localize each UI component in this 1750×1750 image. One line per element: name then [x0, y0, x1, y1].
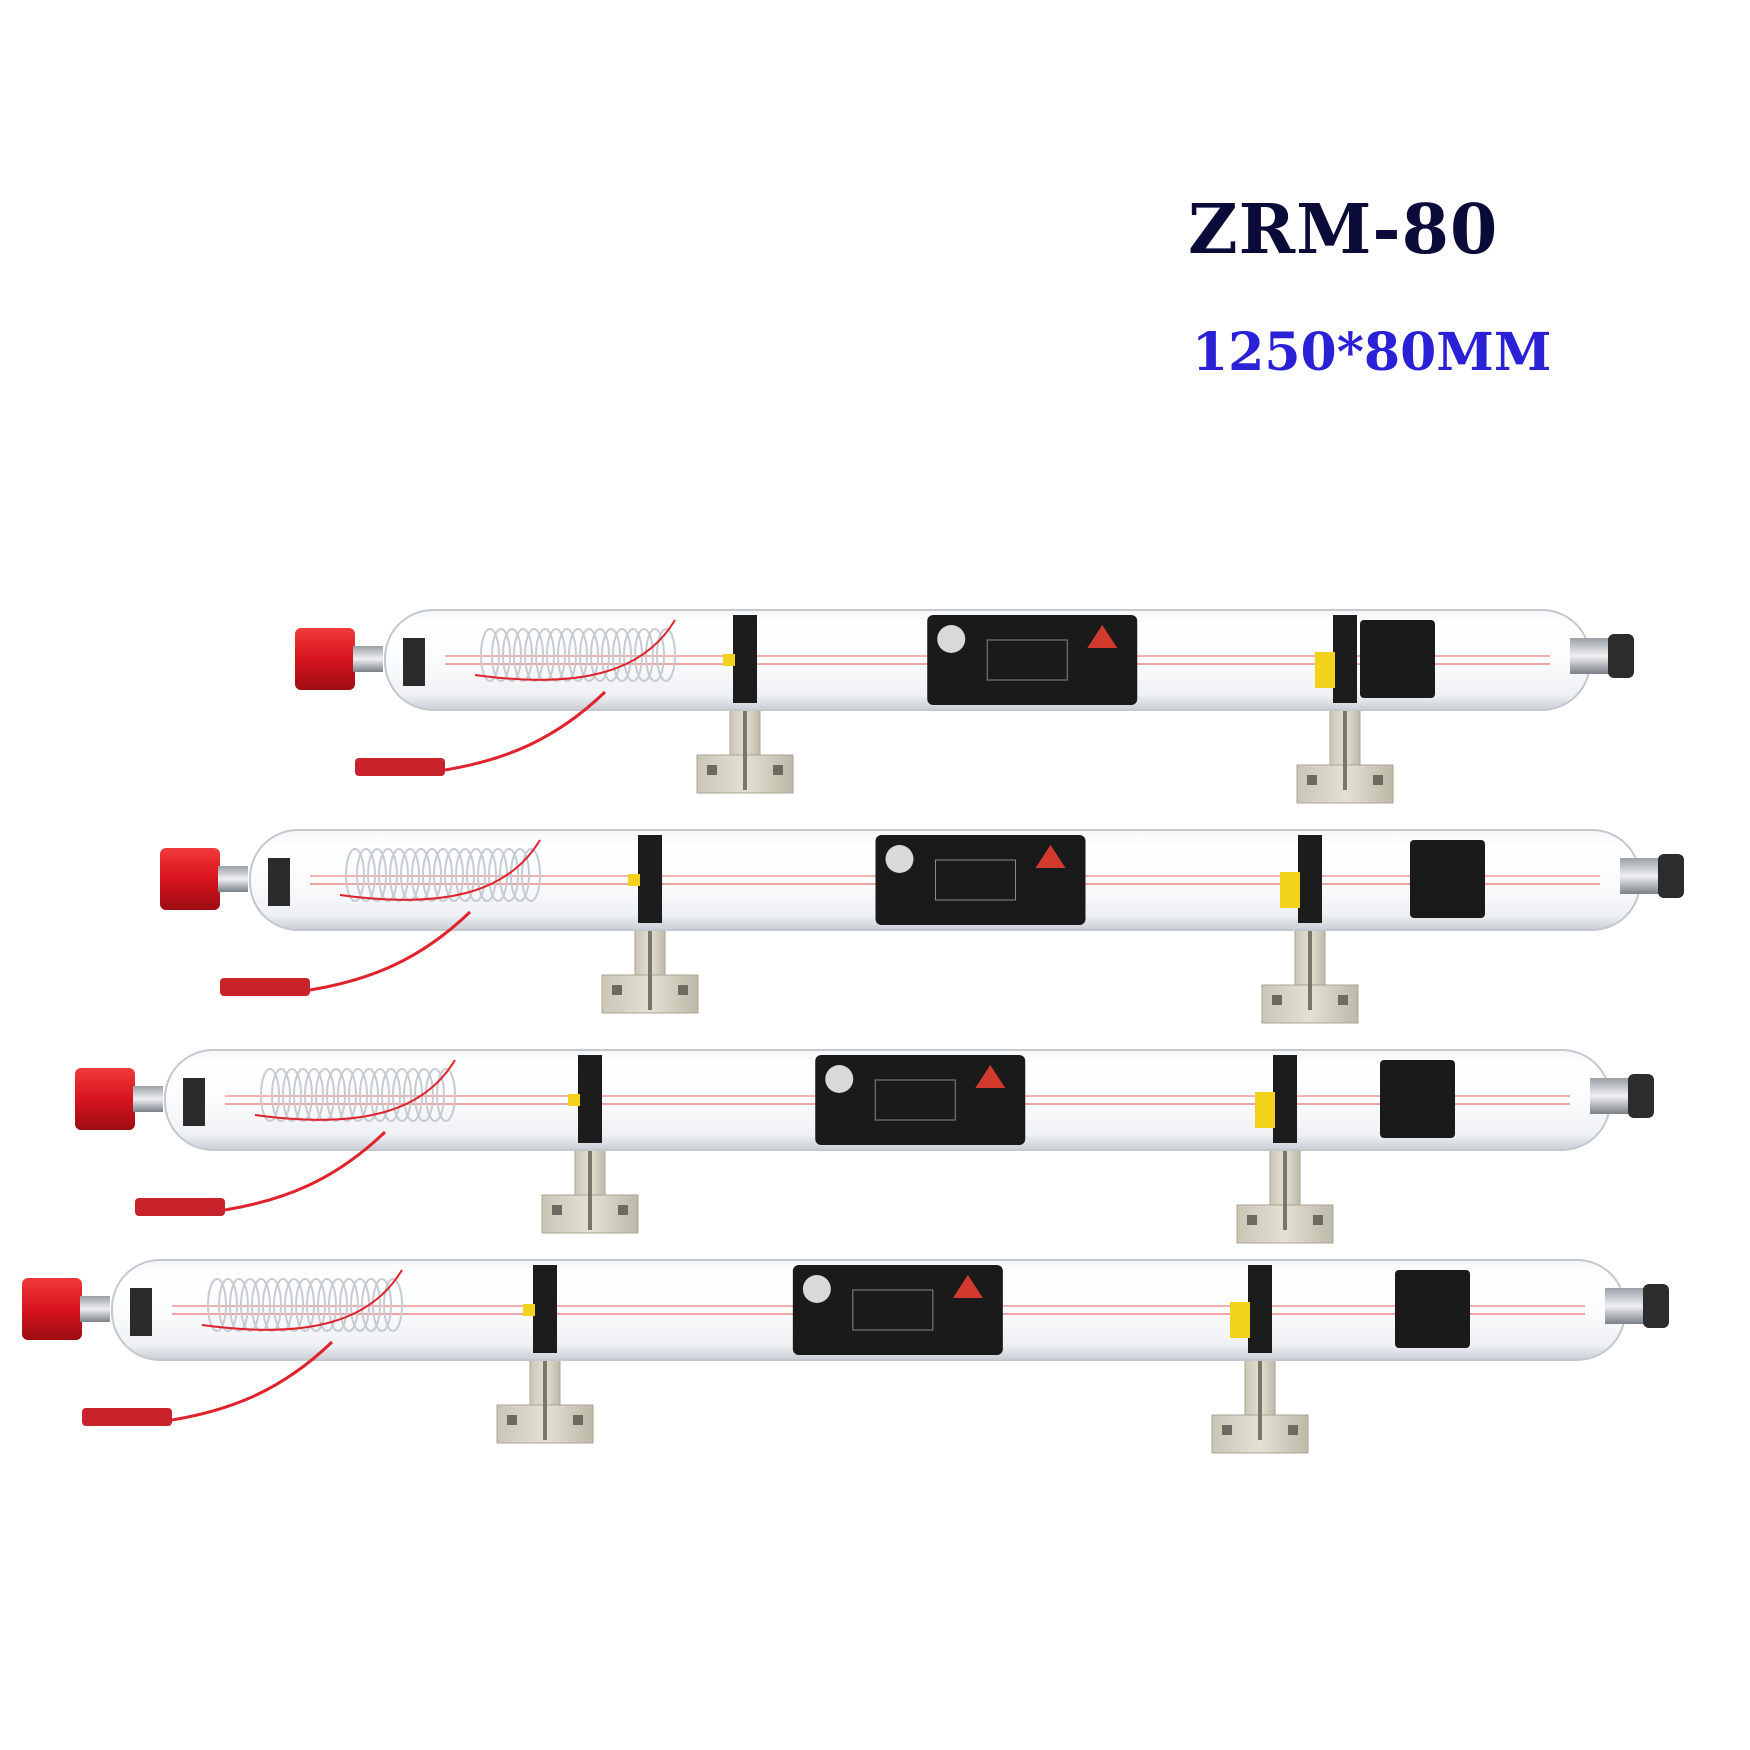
water-inlet-label — [268, 858, 290, 906]
warning-triangle-icon — [975, 1065, 1006, 1088]
lead-wire — [444, 690, 607, 772]
water-inlet-label — [183, 1078, 205, 1126]
yellow-marker — [1280, 872, 1300, 908]
spec-label — [1360, 620, 1435, 698]
product-label — [927, 615, 1138, 705]
mounting-bracket — [1261, 889, 1359, 1024]
product-label — [815, 1055, 1026, 1145]
red-end-cap — [160, 848, 220, 910]
product-label — [875, 835, 1086, 925]
warning-triangle-icon — [1087, 625, 1118, 648]
outlet-nozzle — [1620, 858, 1660, 894]
cooling-coil — [345, 848, 541, 902]
yellow-marker — [723, 654, 735, 666]
connector-plug — [135, 1198, 225, 1216]
lead-wire — [224, 1130, 387, 1212]
laser-tube-4 — [22, 1259, 1669, 1454]
red-end-cap — [295, 628, 355, 690]
spec-label — [1410, 840, 1485, 918]
laser-tube-1 — [295, 609, 1634, 804]
red-end-cap — [22, 1278, 82, 1340]
yellow-marker — [523, 1304, 535, 1316]
lead-wire — [171, 1340, 334, 1422]
cooling-coil — [207, 1278, 403, 1332]
mounting-bracket — [1296, 669, 1394, 804]
outlet-nozzle — [1605, 1288, 1645, 1324]
spec-label — [1380, 1060, 1455, 1138]
warning-triangle-icon — [952, 1275, 983, 1298]
red-end-cap — [75, 1068, 135, 1130]
connector-plug — [355, 758, 445, 776]
warning-triangle-icon — [1035, 845, 1066, 868]
support-position-label — [733, 615, 757, 703]
yellow-marker — [1255, 1092, 1275, 1128]
connector-plug — [82, 1408, 172, 1426]
support-position-label — [1248, 1265, 1272, 1353]
water-inlet-label — [403, 638, 425, 686]
lead-wire — [309, 910, 472, 992]
product-label — [792, 1265, 1003, 1355]
cooling-coil — [260, 1068, 456, 1122]
cooling-coil — [480, 628, 676, 682]
support-position-label — [638, 835, 662, 923]
yellow-marker — [628, 874, 640, 886]
connector-plug — [220, 978, 310, 996]
laser-tube-2 — [160, 829, 1684, 1024]
support-position-label — [1273, 1055, 1297, 1143]
product-dimensions: 1250*80MM — [1192, 322, 1552, 383]
support-position-label — [1298, 835, 1322, 923]
outlet-nozzle — [1570, 638, 1610, 674]
support-position-label — [578, 1055, 602, 1143]
support-position-label — [1333, 615, 1357, 703]
laser-tube-3 — [75, 1049, 1654, 1244]
outlet-nozzle — [1590, 1078, 1630, 1114]
water-inlet-label — [130, 1288, 152, 1336]
yellow-marker — [568, 1094, 580, 1106]
spec-label — [1395, 1270, 1470, 1348]
product-model-title: ZRM-80 — [1188, 190, 1499, 270]
support-position-label — [533, 1265, 557, 1353]
yellow-marker — [1230, 1302, 1250, 1338]
yellow-marker — [1315, 652, 1335, 688]
